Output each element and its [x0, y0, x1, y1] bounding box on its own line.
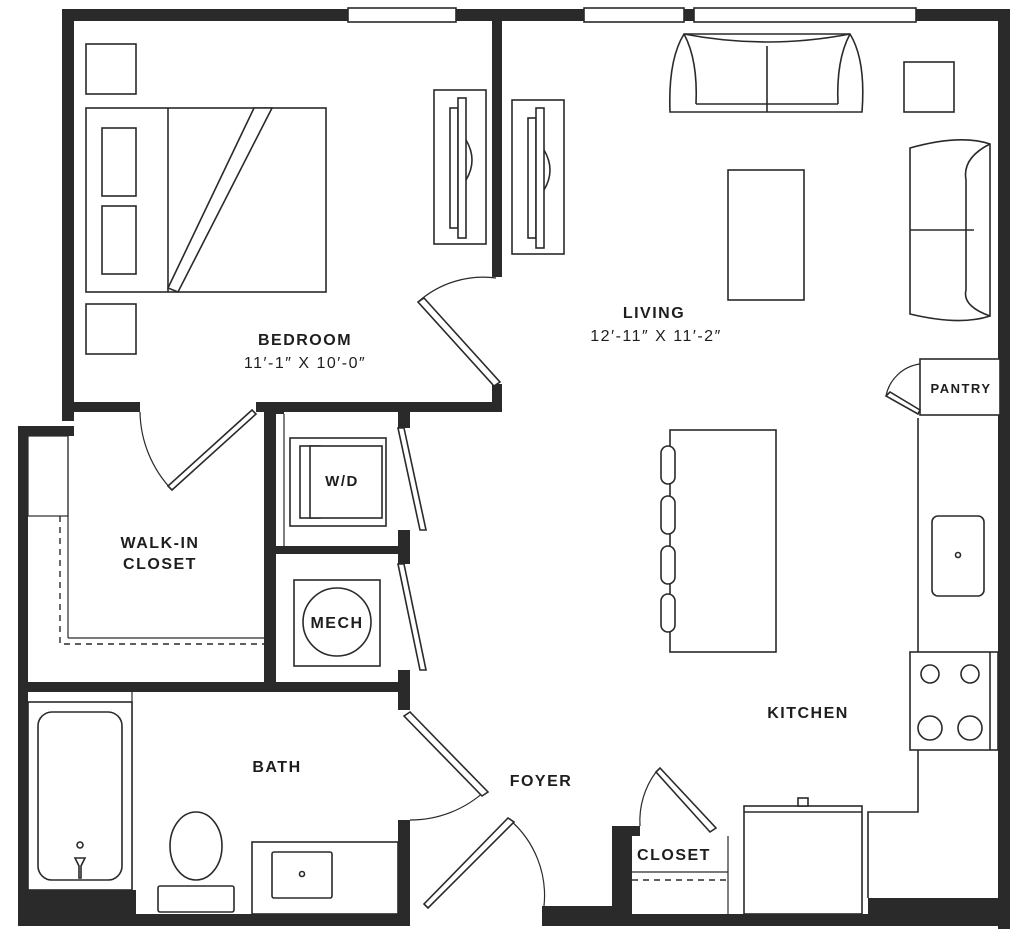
- walk-in-closet-label-line2: CLOSET: [123, 556, 197, 573]
- stool-2: [660, 495, 676, 535]
- foyer: FOYER: [422, 773, 573, 910]
- coffee-table: [727, 169, 805, 301]
- pantry-label: PANTRY: [931, 381, 992, 396]
- mech-door[interactable]: [397, 563, 427, 671]
- pillow-bottom: [101, 205, 137, 275]
- kitchen: KITCHEN: [660, 418, 999, 915]
- bedroom-label: BEDROOM: [258, 332, 352, 349]
- laundry: W/D: [283, 414, 427, 546]
- island: [660, 429, 777, 653]
- closet-door[interactable]: [639, 766, 718, 834]
- window-living-left: [583, 7, 685, 23]
- pillow-top: [101, 127, 137, 197]
- stool-1: [660, 445, 676, 485]
- sofa-top: [668, 33, 864, 113]
- media-console: [511, 99, 565, 255]
- vanity-sink: [271, 851, 333, 899]
- walls: [18, 7, 1010, 929]
- counter: [867, 418, 985, 898]
- side-table: [903, 61, 955, 113]
- walk-in-closet: WALK-IN CLOSET: [27, 408, 264, 645]
- nightstand-bottom: [85, 303, 137, 355]
- living-room: LIVING 12′-11″ X 11′-2″: [511, 33, 991, 345]
- kitchen-sink: [931, 515, 985, 597]
- stove: [909, 651, 999, 751]
- bedroom-dimensions: 11′-1″ X 10′-0″: [244, 355, 366, 372]
- stool-3: [660, 545, 676, 585]
- kitchen-label: KITCHEN: [767, 705, 849, 722]
- bath-label: BATH: [252, 759, 301, 776]
- window-living-right: [693, 7, 917, 23]
- window-bedroom: [347, 7, 457, 23]
- pantry-door[interactable]: [884, 363, 922, 416]
- bathtub: [27, 701, 133, 891]
- walk-in-closet-label-line1: WALK-IN: [121, 535, 200, 552]
- washer-dryer-label: W/D: [325, 473, 359, 490]
- sofa-right: [909, 139, 991, 322]
- mech-room: MECH: [293, 563, 427, 671]
- vanity: [251, 841, 399, 915]
- bath: BATH: [27, 692, 490, 915]
- closet-label: CLOSET: [637, 847, 711, 864]
- bed: [85, 107, 327, 294]
- bedroom: BEDROOM 11′-1″ X 10′-0″: [85, 43, 502, 388]
- toilet: [157, 811, 235, 913]
- living-dimensions: 12′-11″ X 11′-2″: [590, 328, 721, 345]
- laundry-door[interactable]: [397, 427, 427, 531]
- water-heater: [302, 587, 372, 657]
- stool-4: [660, 593, 676, 633]
- living-label: LIVING: [623, 305, 685, 322]
- bedroom-door[interactable]: [416, 276, 502, 388]
- dresser: [433, 89, 487, 245]
- closet: CLOSET: [632, 766, 729, 914]
- nightstand-top: [85, 43, 137, 95]
- mech-label: MECH: [310, 615, 363, 632]
- foyer-label: FOYER: [510, 773, 573, 790]
- refrigerator: [743, 797, 863, 915]
- bath-door[interactable]: [402, 710, 490, 821]
- walk-in-closet-door[interactable]: [139, 408, 258, 492]
- pantry: PANTRY: [884, 358, 1001, 416]
- entry-door[interactable]: [422, 816, 546, 910]
